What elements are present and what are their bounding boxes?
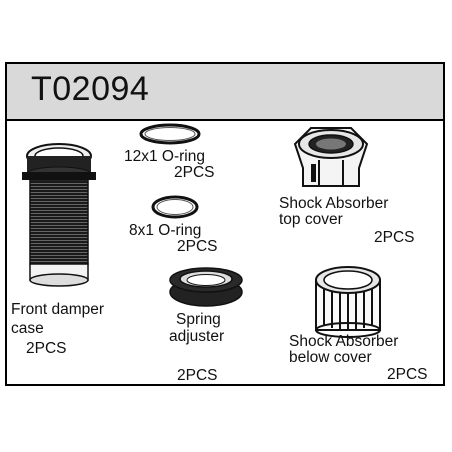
- oring-12-qty: 2PCS: [174, 164, 215, 181]
- below-cover-name-line2: below cover: [289, 349, 372, 366]
- below-cover-image: [315, 266, 381, 338]
- front-damper-case-image: [22, 143, 96, 287]
- oring-8-name: 8x1 O-ring: [129, 222, 202, 239]
- spring-adjuster-name-line2: adjuster: [169, 328, 225, 345]
- below-cover-qty: 2PCS: [387, 366, 428, 383]
- top-cover-name-line2: top cover: [279, 211, 343, 228]
- top-cover-name-line1: Shock Absorber: [279, 195, 389, 212]
- oring-12-name: 12x1 O-ring: [124, 148, 205, 165]
- damper-case-name-line2: case: [11, 320, 44, 337]
- header-bar: T02094: [7, 64, 443, 121]
- oring-8-image: [151, 195, 199, 219]
- damper-case-name-line1: Front damper: [11, 301, 105, 318]
- below-cover-name-line1: Shock Absorber: [289, 333, 399, 350]
- spring-adjuster-name-line1: Spring: [176, 311, 221, 328]
- spring-adjuster-qty: 2PCS: [177, 367, 218, 384]
- oring-8-qty: 2PCS: [177, 238, 218, 255]
- top-cover-image: [293, 127, 369, 187]
- part-number: T02094: [31, 70, 150, 108]
- oring-12-image: [139, 123, 201, 145]
- damper-case-qty: 2PCS: [26, 340, 67, 357]
- top-cover-qty: 2PCS: [374, 229, 415, 246]
- spring-adjuster-image: [169, 267, 243, 307]
